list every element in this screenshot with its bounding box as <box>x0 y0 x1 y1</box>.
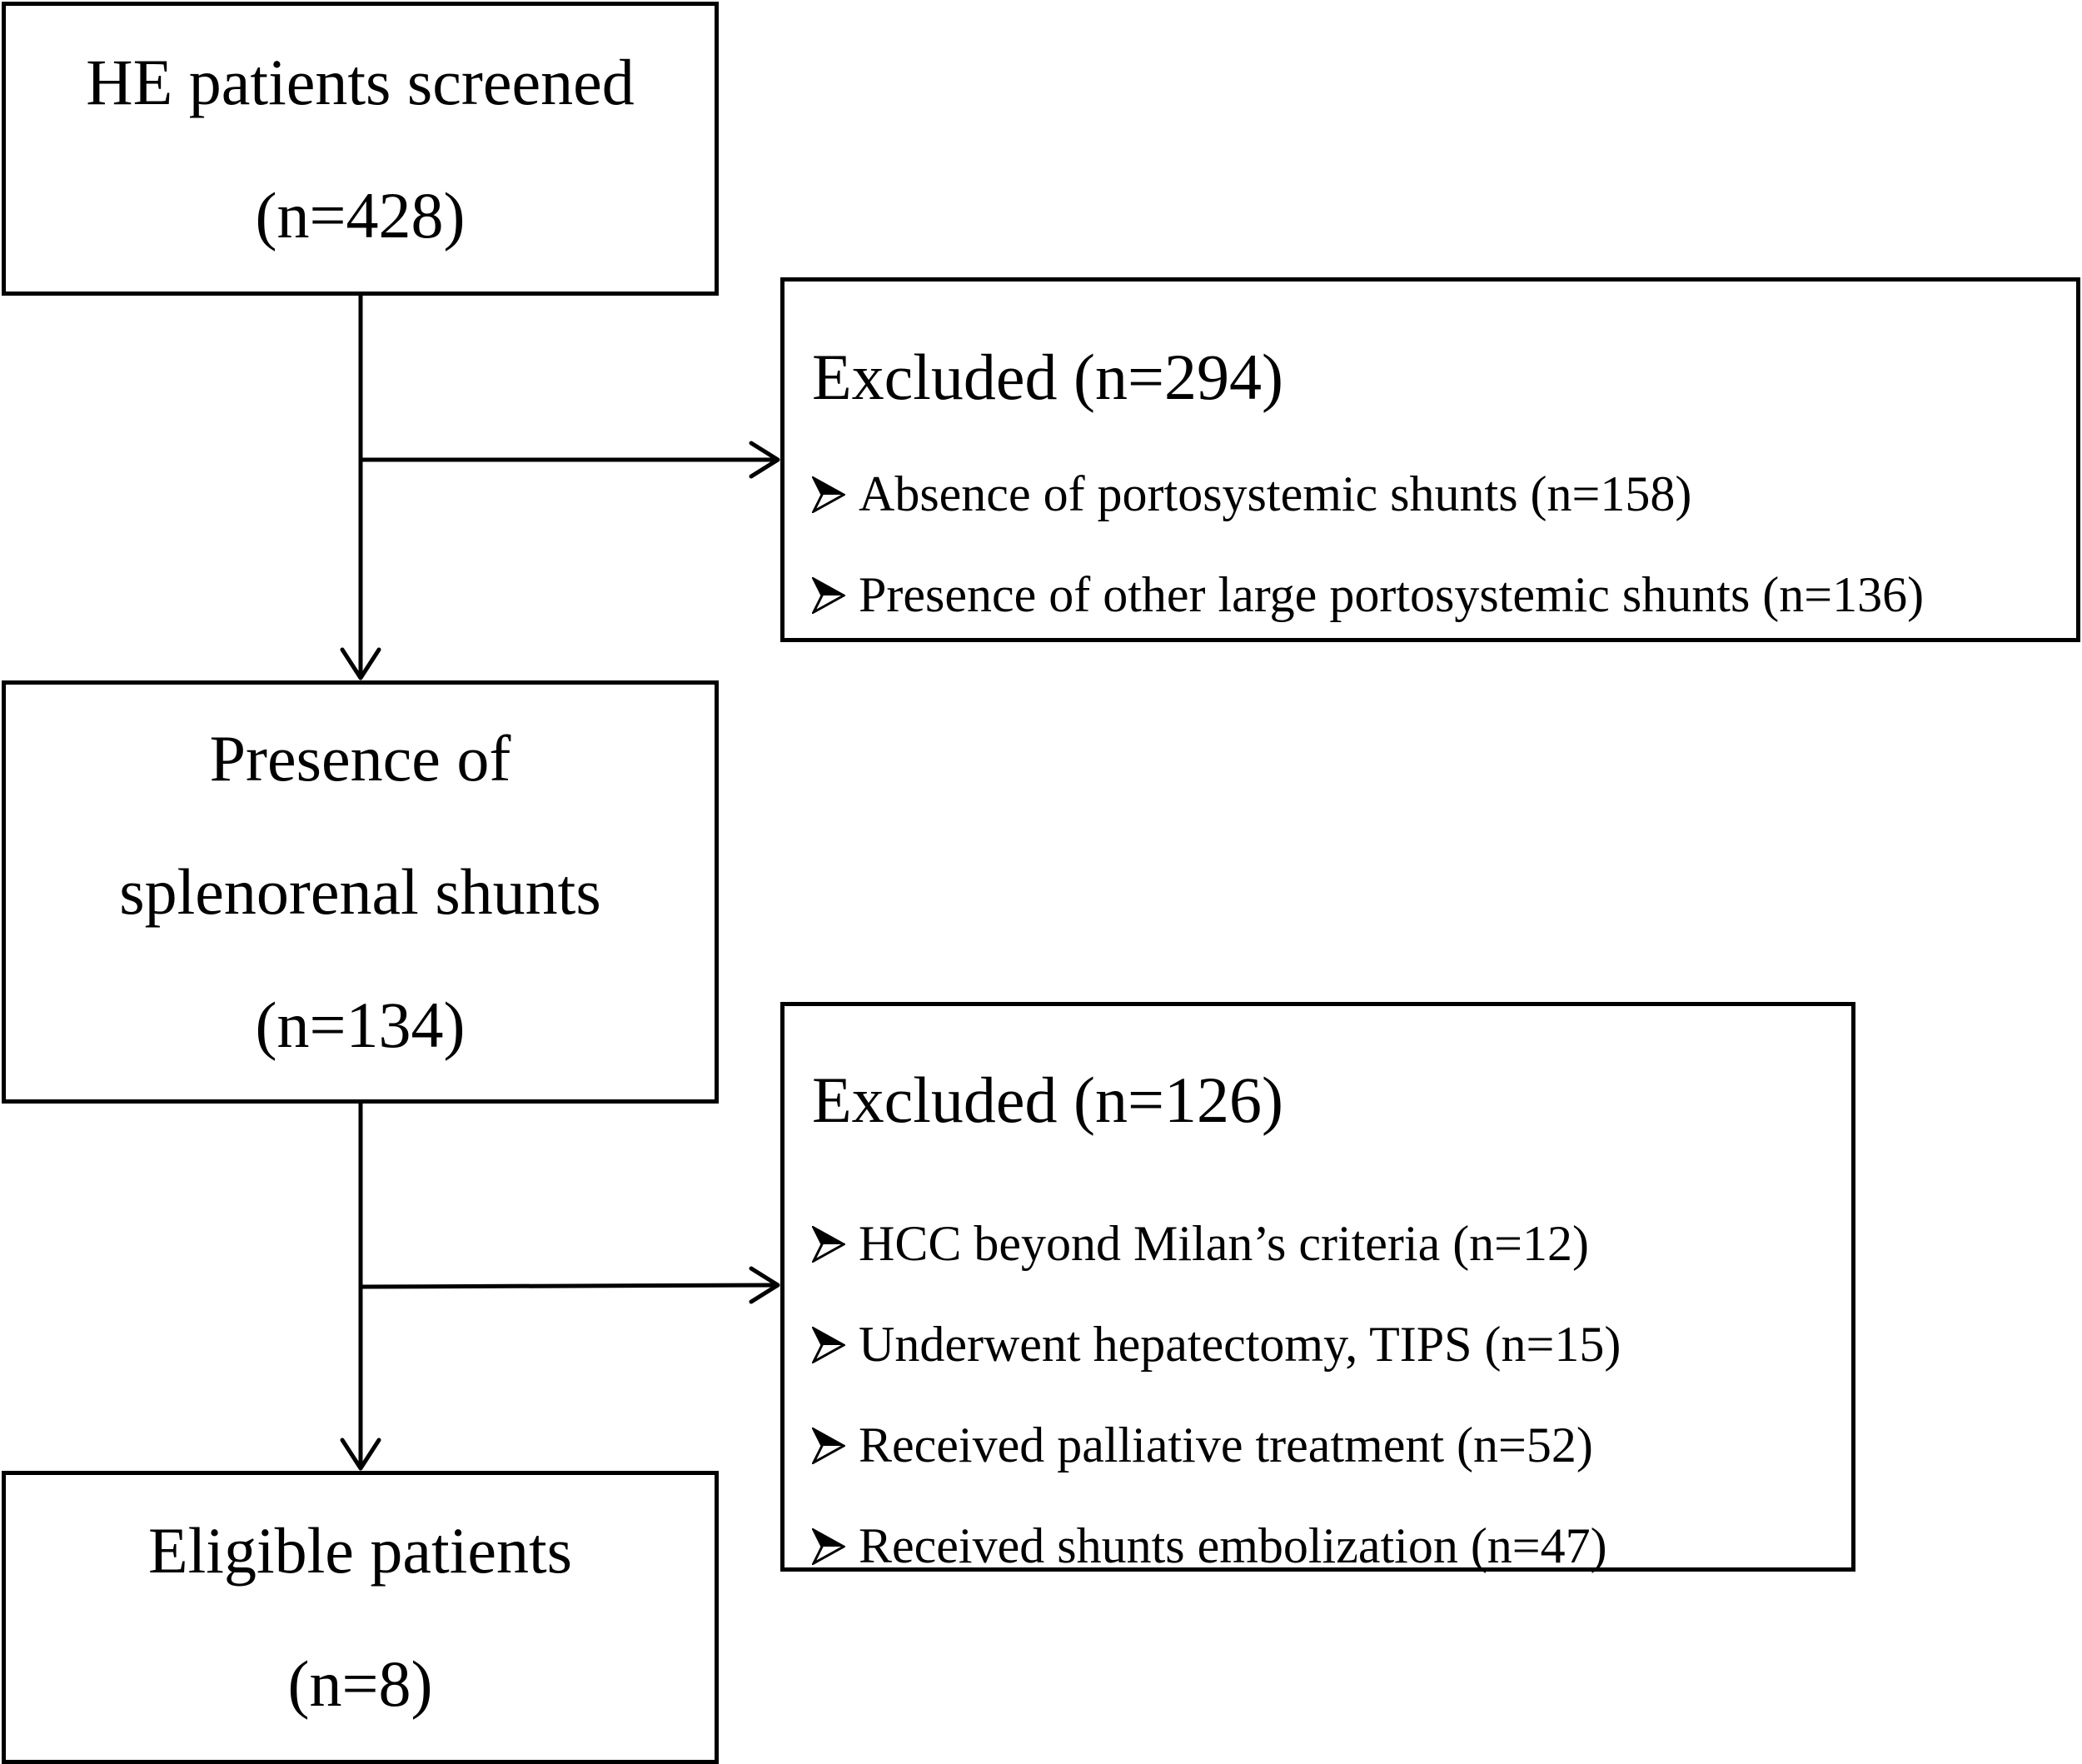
connector-to-excluded-2 <box>358 1283 779 1289</box>
arrowhead-bullet-icon <box>812 1527 845 1565</box>
screened-count: (n=428) <box>255 178 466 252</box>
excluded-1-list: Absence of portosystemic shunts (n=158) … <box>812 444 1924 645</box>
arrowhead-bullet-icon <box>812 1326 845 1363</box>
list-item: Received palliative treatment (n=52) <box>812 1395 1621 1496</box>
list-item: Presence of other large portosystemic sh… <box>812 545 1924 645</box>
excluded-box-1: Excluded (n=294) Absence of portosystemi… <box>780 277 2080 642</box>
arrowhead-bullet-icon <box>812 1427 845 1464</box>
excluded-2-list: HCC beyond Milan’s criteria (n=12) Under… <box>812 1193 1621 1597</box>
screened-box: HE patients screened (n=428) <box>2 2 719 296</box>
splenorenal-box: Presence of splenorenal shunts (n=134) <box>2 680 719 1104</box>
excluded-2-title: Excluded (n=126) <box>812 1064 1283 1136</box>
excluded-1-reason: Presence of other large portosystemic sh… <box>859 567 1925 622</box>
splenorenal-count: (n=134) <box>255 989 466 1061</box>
excluded-2-reason: Underwent hepatectomy, TIPS (n=15) <box>859 1317 1621 1372</box>
excluded-2-reason: Received shunts embolization (n=47) <box>859 1518 1607 1573</box>
arrowhead-bullet-icon <box>812 476 845 513</box>
eligible-label: Eligible patients <box>147 1514 573 1587</box>
list-item: HCC beyond Milan’s criteria (n=12) <box>812 1193 1621 1294</box>
eligible-count: (n=8) <box>287 1647 433 1720</box>
eligible-box: Eligible patients (n=8) <box>2 1471 719 1764</box>
excluded-1-title: Excluded (n=294) <box>812 341 1283 413</box>
arrowhead-bullet-icon <box>812 1225 845 1263</box>
excluded-box-2: Excluded (n=126) HCC beyond Milan’s crit… <box>780 1002 1855 1573</box>
list-item: Received shunts embolization (n=47) <box>812 1496 1621 1597</box>
screened-label: HE patients screened <box>86 45 635 118</box>
arrowhead-splenorenal-icon <box>340 647 381 680</box>
list-item: Absence of portosystemic shunts (n=158) <box>812 444 1924 545</box>
splenorenal-label-line2: splenorenal shunts <box>119 855 601 928</box>
arrowhead-bullet-icon <box>812 576 845 614</box>
excluded-1-reason: Absence of portosystemic shunts (n=158) <box>859 466 1692 521</box>
splenorenal-label-line1: Presence of <box>209 722 511 795</box>
excluded-2-reason: HCC beyond Milan’s criteria (n=12) <box>859 1216 1590 1271</box>
excluded-2-reason: Received palliative treatment (n=52) <box>859 1418 1593 1472</box>
list-item: Underwent hepatectomy, TIPS (n=15) <box>812 1294 1621 1395</box>
arrowhead-excluded-1-icon <box>749 441 780 479</box>
arrowhead-eligible-icon <box>340 1438 381 1471</box>
arrowhead-excluded-2-icon <box>749 1266 780 1304</box>
